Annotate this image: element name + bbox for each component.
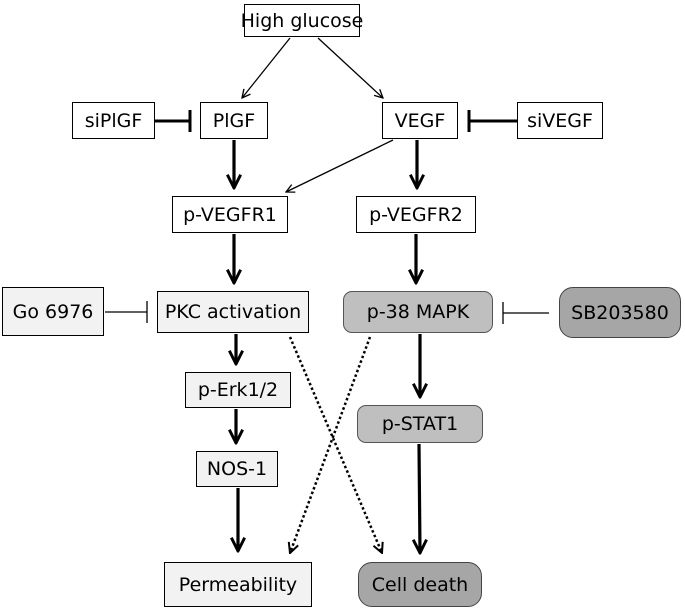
arrow-edge-vegf-to-p_vegfr1 [286,139,394,192]
arrow-edge-high_glucose-to-plgf [242,37,291,98]
node-sivegf: siVEGF [517,102,603,139]
node-permeability: Permeability [164,562,312,607]
node-plgf: PlGF [200,102,268,139]
node-p-erk: p-Erk1/2 [185,372,291,408]
node-high-glucose: High glucose [241,4,363,37]
node-p38-mapk: p-38 MAPK [343,291,493,333]
node-vegf: VEGF [382,102,458,139]
dotted-arrow-edge-p38-to-permeability [290,336,372,553]
dotted-arrow-edge-pkc-to-cell_death [288,336,382,553]
node-p-stat1: p-STAT1 [357,405,483,443]
node-siplgf: siPlGF [72,102,155,139]
node-go6976: Go 6976 [2,287,104,336]
node-pkc-activation: PKC activation [157,291,309,333]
node-p-vegfr2: p-VEGFR2 [356,196,476,233]
arrow-edge-high_glucose-to-vegf [317,37,383,98]
arrow-edge-p_stat1-to-cell_death [419,443,420,553]
node-sb203580: SB203580 [559,287,681,338]
node-p-vegfr1: p-VEGFR1 [172,196,288,233]
node-nos1: NOS-1 [196,451,278,487]
node-cell-death: Cell death [358,562,482,607]
